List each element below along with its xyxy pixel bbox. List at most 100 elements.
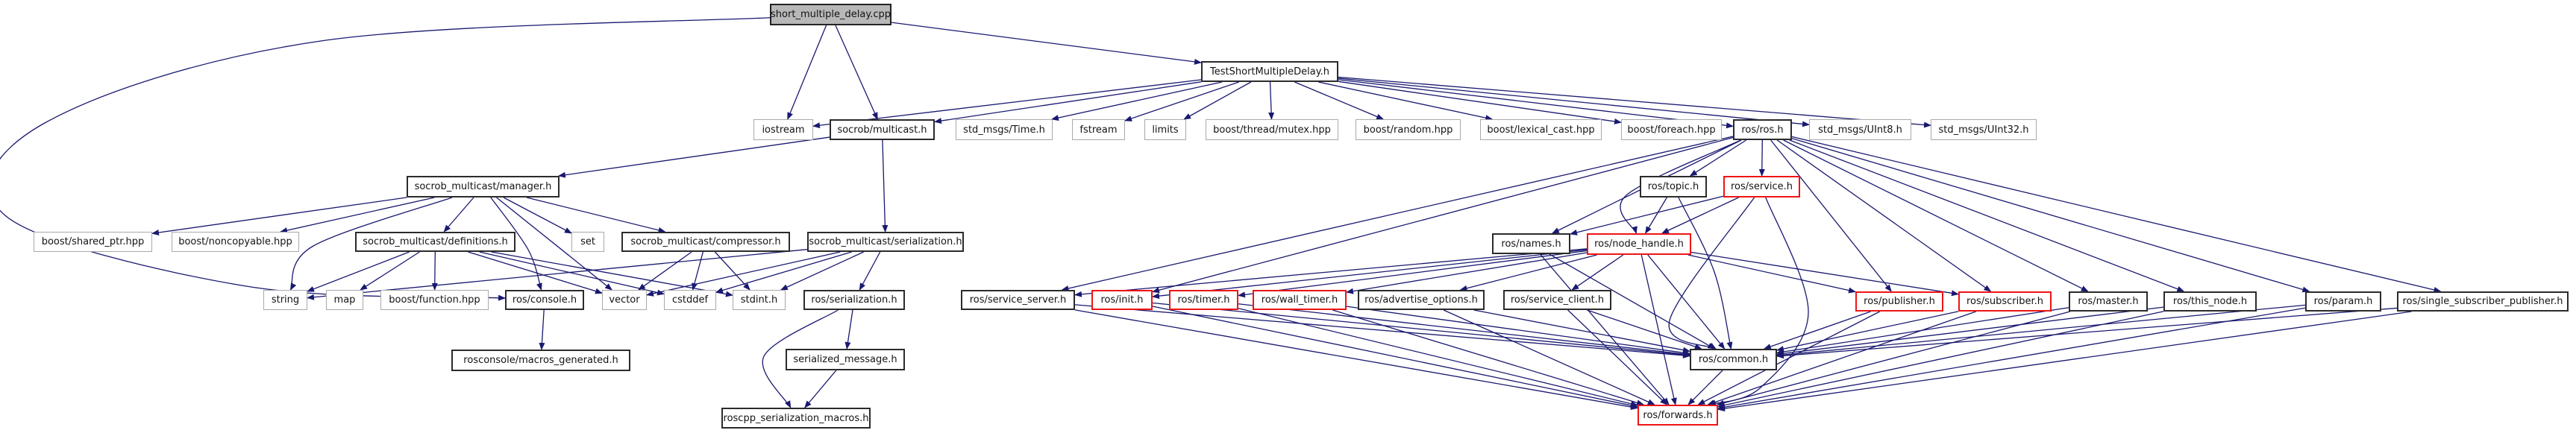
edge-multicast-to-manager	[557, 136, 830, 178]
node-manager[interactable]: socrob_multicast/manager.h	[407, 176, 560, 197]
node-label: ros/param.h	[2313, 296, 2373, 307]
node-sub[interactable]: ros/subscriber.h	[1958, 291, 2052, 312]
node-mutex: boost/thread/mutex.hpp	[1206, 119, 1338, 140]
edge-compressor-to-cstddef	[692, 251, 703, 291]
node-nodehandle[interactable]: ros/node_handle.h	[1587, 233, 1691, 255]
node-label: ros/ros.h	[1741, 124, 1784, 136]
edge-rosh-to-sub	[1776, 139, 1992, 292]
edge-manager-to-defs	[443, 197, 474, 233]
node-label: ros/single_subscriber_publisher.h	[2402, 296, 2563, 307]
node-servcli[interactable]: ros/service_client.h	[1503, 290, 1611, 310]
edge-defs-to-map	[360, 251, 420, 291]
edge-sub-to-forwards	[1707, 311, 1976, 405]
node-forwards[interactable]: ros/forwards.h	[1638, 405, 1718, 426]
edge-rserial-to-serialmsg	[844, 309, 853, 350]
node-pub[interactable]: ros/publisher.h	[1855, 291, 1943, 312]
node-limits: limits	[1144, 119, 1186, 140]
edge-servsrv-to-common	[1074, 304, 1690, 358]
node-label: ros/init.h	[1100, 294, 1144, 306]
node-label: ros/publisher.h	[1864, 296, 1935, 307]
node-label: ros/advertise_options.h	[1364, 294, 1478, 306]
node-rserial[interactable]: ros/serialization.h	[803, 290, 905, 310]
edge-advopts-to-forwards	[1443, 309, 1655, 405]
node-label: socrob_multicast/definitions.h	[363, 236, 508, 247]
edge-walltimer-to-common	[1346, 306, 1690, 356]
node-init[interactable]: ros/init.h	[1091, 290, 1153, 310]
node-cstddef: cstddef	[664, 290, 716, 310]
edge-defs-to-vector	[468, 251, 603, 294]
node-uint8: std_msgs/UInt8.h	[1809, 119, 1911, 140]
node-compressor[interactable]: socrob_multicast/compressor.h	[621, 232, 790, 252]
node-multicast[interactable]: socrob/multicast.h	[830, 119, 935, 140]
edge-tsmd-to-uint32	[1338, 76, 1931, 128]
node-advopts[interactable]: ros/advertise_options.h	[1358, 290, 1485, 310]
edge-nodehandle-to-advopts	[1459, 254, 1597, 291]
edge-sserial-to-rserial	[859, 251, 881, 291]
edge-rosh-to-ssp	[1791, 136, 2442, 293]
node-label: socrob_multicast/compressor.h	[630, 236, 781, 247]
node-names[interactable]: ros/names.h	[1492, 233, 1570, 254]
node-rosh[interactable]: ros/ros.h	[1733, 119, 1792, 140]
node-cpp: short_multiple_delay.cpp	[770, 4, 891, 25]
node-defs[interactable]: socrob_multicast/definitions.h	[355, 232, 515, 252]
node-tsmd[interactable]: TestShortMultipleDelay.h	[1201, 61, 1338, 82]
node-sserial[interactable]: socrob_multicast/serialization.h	[807, 232, 964, 252]
node-noncopy: boost/noncopyable.hpp	[172, 232, 299, 252]
edge-nodehandle-to-timer	[1238, 250, 1588, 298]
edge-rosh-to-servsrv	[1061, 136, 1734, 291]
edge-tsmd-to-lexical	[1318, 81, 1494, 121]
node-label: ros/topic.h	[1647, 181, 1699, 192]
node-map: map	[326, 290, 363, 310]
node-label: ros/service_server.h	[969, 294, 1067, 306]
node-label: ros/console.h	[512, 294, 577, 306]
node-label: ros/master.h	[2078, 296, 2139, 307]
node-thisnode[interactable]: ros/this_node.h	[2163, 291, 2257, 312]
node-label: ros/wall_timer.h	[1261, 294, 1338, 306]
edge-sserial-to-cstddef	[715, 251, 852, 294]
edge-nodehandle-to-common	[1647, 254, 1726, 350]
node-serialmsg[interactable]: serialized_message.h	[786, 349, 905, 370]
edge-walltimer-to-forwards	[1332, 309, 1645, 406]
edge-manager-to-vector	[496, 197, 612, 291]
edge-param-to-forwards	[1717, 307, 2306, 411]
edge-param-to-common	[1776, 304, 2306, 358]
edge-rserial-to-roscppmac	[762, 309, 839, 408]
node-timer[interactable]: ros/timer.h	[1169, 290, 1238, 310]
node-function: boost/function.hpp	[380, 290, 489, 310]
edge-sserial-to-stdint	[780, 251, 864, 291]
edge-nodehandle-to-forwards	[1640, 254, 1677, 405]
node-topic[interactable]: ros/topic.h	[1640, 176, 1707, 197]
edge-service-to-names	[1570, 195, 1724, 236]
edge-serialmsg-to-roscppmac	[804, 370, 837, 408]
edge-compressor-to-vector	[638, 251, 692, 291]
node-servsrv[interactable]: ros/service_server.h	[961, 290, 1075, 310]
edge-names-to-forwards	[1539, 253, 1670, 405]
node-label: boost/shared_ptr.hpp	[41, 236, 145, 247]
node-sharedptr: boost/shared_ptr.hpp	[34, 232, 152, 252]
edge-nodehandle-to-sub	[1690, 251, 1959, 297]
edge-advopts-to-common	[1473, 309, 1690, 353]
node-macrosgen[interactable]: rosconsole/macros_generated.h	[451, 350, 630, 371]
node-label: set	[580, 236, 595, 247]
edge-service-to-nodehandle	[1661, 197, 1739, 234]
node-roscppmac[interactable]: roscpp_serialization_macros.h	[721, 408, 871, 429]
node-random: boost/random.hpp	[1356, 119, 1461, 140]
node-ssp[interactable]: ros/single_subscriber_publisher.h	[2397, 291, 2569, 312]
node-label: serialized_message.h	[793, 354, 897, 365]
node-service[interactable]: ros/service.h	[1723, 176, 1800, 197]
node-label: ros/names.h	[1501, 238, 1561, 250]
node-foreach: boost/foreach.hpp	[1621, 119, 1722, 140]
node-label: ros/common.h	[1698, 354, 1769, 365]
edge-topic-to-nodehandle	[1645, 197, 1667, 234]
node-master[interactable]: ros/master.h	[2069, 291, 2148, 312]
node-common[interactable]: ros/common.h	[1690, 349, 1777, 370]
edge-tsmd-to-rosh	[1338, 79, 1734, 129]
edge-rosh-to-pub	[1770, 139, 1892, 292]
node-walltimer[interactable]: ros/wall_timer.h	[1253, 290, 1347, 310]
node-console[interactable]: ros/console.h	[505, 290, 584, 310]
edge-rosh-to-init	[1152, 136, 1734, 294]
node-label: map	[333, 294, 356, 306]
node-label: boost/random.hpp	[1363, 124, 1453, 136]
node-label: rosconsole/macros_generated.h	[463, 355, 618, 366]
node-param[interactable]: ros/param.h	[2305, 291, 2381, 312]
